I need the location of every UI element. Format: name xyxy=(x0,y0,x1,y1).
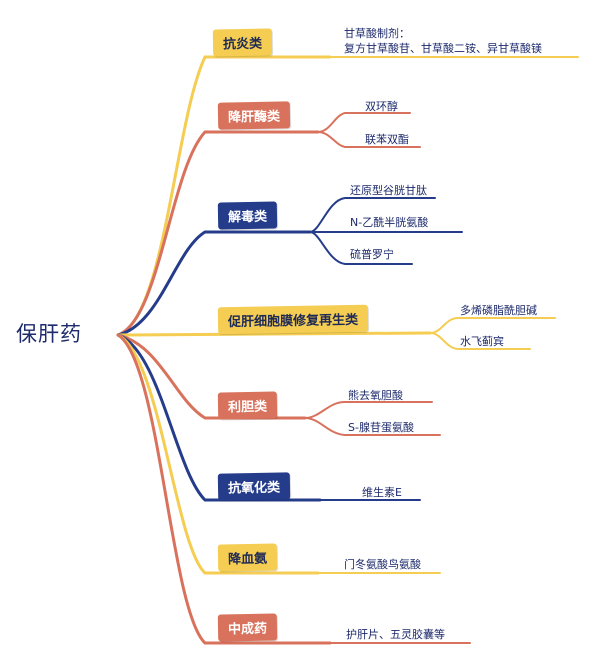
item-glycyrrhizin: 甘草酸制剂： xyxy=(344,27,410,40)
category-tcm: 中成药 xyxy=(217,613,278,642)
branch-membrane-repair xyxy=(116,331,432,337)
item-acetylcysteine: N-乙酰半胱氨酸 xyxy=(350,216,429,229)
category-anti-inflammatory: 抗炎类 xyxy=(212,28,273,57)
branch-ammonia xyxy=(116,333,320,575)
category-antioxidant: 抗氧化类 xyxy=(217,472,291,501)
item-polyene-phosphatidylcholine: 多烯磷脂酰胆碱 xyxy=(460,304,537,317)
item-ademetionine: S-腺苷蛋氨酸 xyxy=(348,421,414,434)
branch-cholagogue xyxy=(116,333,307,420)
item-bifendate: 联苯双酯 xyxy=(365,133,409,146)
item-ursodeoxycholic-acid: 熊去氧胆酸 xyxy=(348,389,403,402)
root-title: 保肝药 xyxy=(16,322,82,346)
branch-detox xyxy=(116,230,312,337)
item-silibinin: 水飞蓟宾 xyxy=(460,335,504,348)
branch-antioxidant xyxy=(116,333,322,502)
branch-liver-enzyme xyxy=(116,130,320,337)
branch-tcm xyxy=(116,333,332,645)
item-ornithine-aspartate: 门冬氨酸鸟氨酸 xyxy=(344,558,421,571)
category-detox: 解毒类 xyxy=(217,201,278,230)
item-tiopronin: 硫普罗宁 xyxy=(350,248,394,261)
branch-anti-inflammatory xyxy=(116,55,332,337)
category-cholagogue: 利胆类 xyxy=(217,391,278,420)
item-bicyclol: 双环醇 xyxy=(365,100,398,113)
item-hugan-tablets: 护肝片、五灵胶囊等 xyxy=(346,628,445,641)
category-liver-enzyme: 降肝酶类 xyxy=(217,101,291,130)
category-membrane-repair: 促肝细胞膜修复再生类 xyxy=(217,304,369,335)
category-ammonia-lowering: 降血氨 xyxy=(217,543,278,572)
item-vitamin-e: 维生素E xyxy=(362,486,402,499)
item-glycyrrhizin-list: 复方甘草酸苷、甘草酸二铵、异甘草酸镁 xyxy=(344,42,542,55)
item-glutathione: 还原型谷胱甘肽 xyxy=(350,184,427,197)
